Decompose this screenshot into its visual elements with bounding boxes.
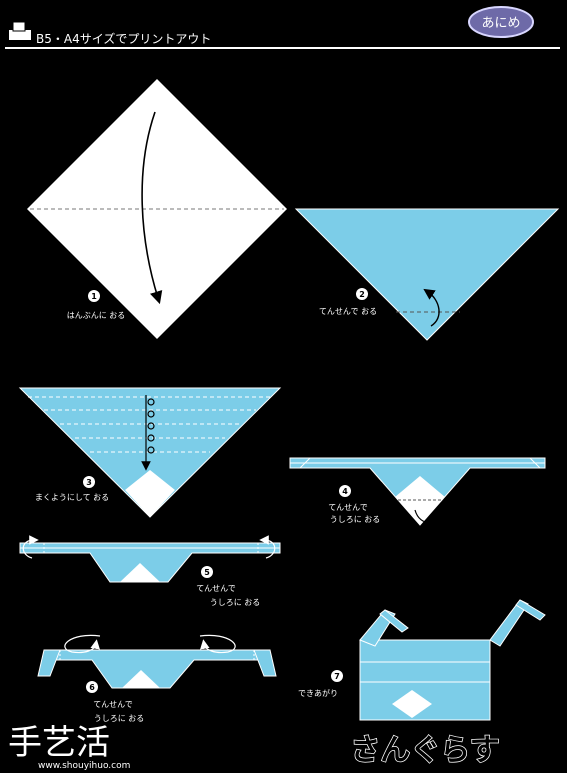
paper-white-tip bbox=[122, 670, 160, 688]
step-number-badge bbox=[83, 476, 95, 488]
left-arm bbox=[37, 649, 61, 677]
step-4: 4 てんせんで うしろに おる bbox=[289, 457, 546, 526]
fold-arrow-icon bbox=[423, 288, 440, 327]
anime-button[interactable]: あにめ bbox=[468, 6, 534, 38]
paper-white-tip bbox=[125, 470, 175, 517]
step-2-number: 2 bbox=[359, 290, 365, 299]
fold-arrow-icon bbox=[259, 535, 276, 559]
print-instruction: B5・A4サイズでプリントアウト bbox=[36, 31, 211, 46]
step-5-number: 5 bbox=[204, 568, 210, 577]
step-2-text: てんせんで おる bbox=[319, 307, 377, 316]
step-6-text-2: うしろに おる bbox=[94, 714, 145, 723]
step-2: 2 てんせんで おる bbox=[294, 208, 560, 341]
step-4-text-2: うしろに おる bbox=[330, 515, 381, 524]
fold-arrow-icon bbox=[141, 111, 163, 305]
watermark: 手艺活 www.shouyihuo.com bbox=[8, 723, 130, 771]
diagram-title: さんぐらす bbox=[350, 733, 499, 768]
step-number-badge bbox=[339, 485, 351, 497]
fold-arrow-icon bbox=[22, 535, 39, 559]
step-3: 3 まくようにして おる bbox=[18, 387, 282, 518]
fold-lines bbox=[28, 396, 272, 453]
fold-arrow-icon bbox=[199, 634, 236, 654]
glasses-front bbox=[359, 639, 491, 721]
printer-icon bbox=[9, 21, 31, 40]
left-temple-tip bbox=[379, 609, 409, 633]
step-4-number: 4 bbox=[342, 487, 348, 496]
right-arm bbox=[253, 649, 277, 677]
watermark-logo: 手艺活 bbox=[8, 723, 110, 763]
header: B5・A4サイズでプリントアウト あにめ bbox=[5, 6, 560, 49]
step-6-text-1: てんせんで bbox=[93, 700, 133, 709]
step-number-badge bbox=[88, 290, 100, 302]
step-7-text: できあがり bbox=[298, 688, 338, 698]
step-3-number: 3 bbox=[86, 478, 92, 487]
step-4-text-1: てんせんで bbox=[328, 503, 368, 512]
step-7: 7 できあがり bbox=[298, 599, 546, 721]
right-temple-tip bbox=[515, 599, 546, 621]
step-1-text: はんぶんに おる bbox=[67, 311, 126, 320]
step-1: 1 はんぶんに おる bbox=[27, 79, 287, 339]
paper-triangle bbox=[296, 209, 558, 340]
step-5-text-1: てんせんで bbox=[196, 584, 236, 593]
step-7-number: 7 bbox=[334, 672, 340, 681]
step-6-number: 6 bbox=[89, 683, 95, 692]
step-5-text-2: うしろに おる bbox=[210, 598, 261, 607]
step-6: 6 てんせんで うしろに おる bbox=[37, 634, 277, 723]
watermark-url: www.shouyihuo.com bbox=[38, 761, 130, 771]
fold-arrow-icon bbox=[64, 634, 101, 654]
paper-band bbox=[43, 649, 271, 689]
step-1-number: 1 bbox=[91, 292, 97, 301]
step-number-badge bbox=[201, 566, 213, 578]
step-number-badge bbox=[356, 288, 368, 300]
step-3-text: まくようにして おる bbox=[35, 493, 109, 502]
paper-band bbox=[19, 542, 281, 583]
fold-arrow-icon bbox=[414, 505, 445, 523]
right-temple bbox=[489, 599, 529, 647]
anime-button-label[interactable]: あにめ bbox=[481, 16, 520, 31]
step-5: 5 てんせんで うしろに おる bbox=[19, 535, 281, 607]
glasses-lens-highlight bbox=[392, 690, 432, 718]
paper-white-tip bbox=[120, 563, 160, 582]
roll-arrow-icon bbox=[141, 395, 155, 471]
step-number-badge bbox=[86, 681, 98, 693]
step-number-badge bbox=[331, 670, 343, 682]
